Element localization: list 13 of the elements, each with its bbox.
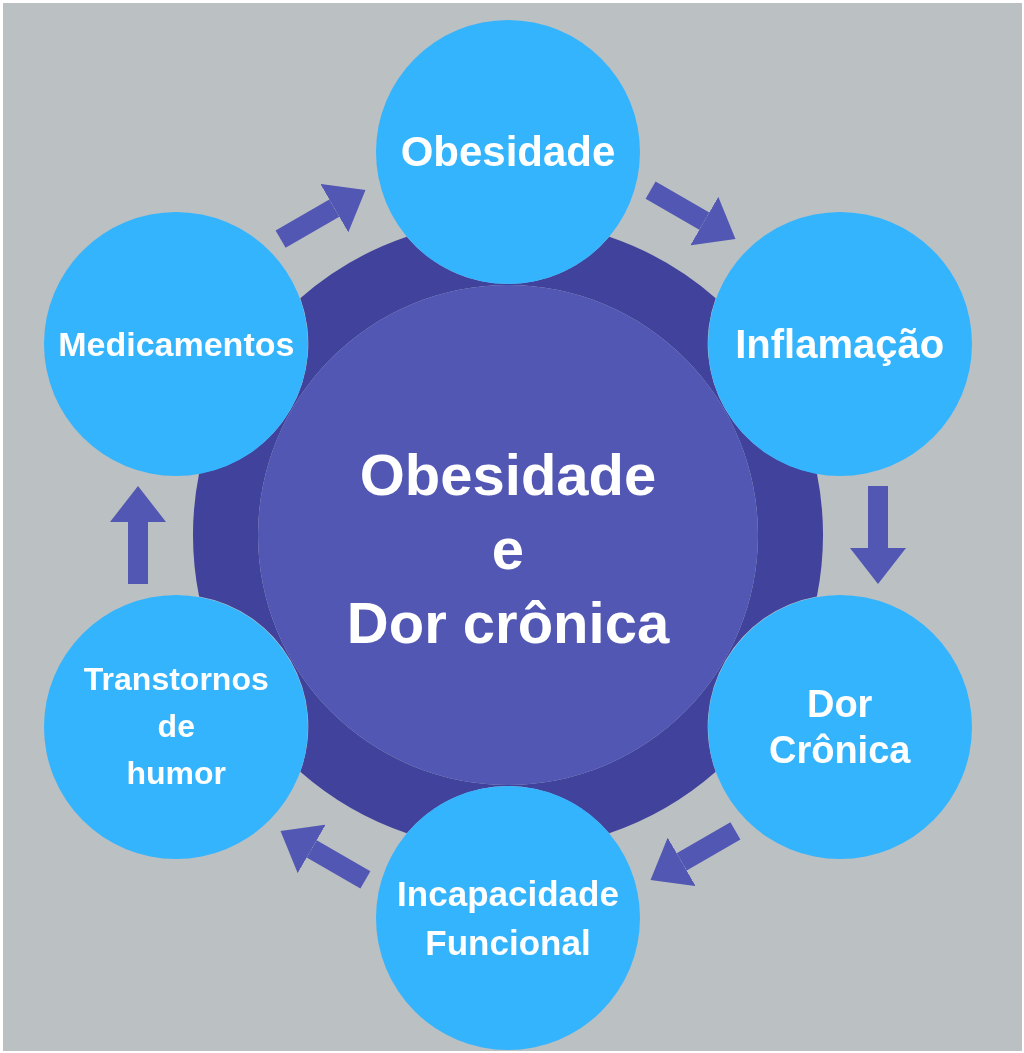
arrow [110,486,166,584]
node-label: Inflamação [735,320,945,368]
node-label: Transtornos de humor [83,660,269,793]
node-label: Medicamentos [58,323,295,365]
arrow [275,183,366,248]
central-title: Obesidade e Dor crônica [346,441,670,657]
arrow [650,822,741,887]
node-label: Dor Crônica [768,681,911,773]
node-label: Obesidade [400,127,616,177]
node-label: Incapacidade Funcional [397,873,619,964]
arrow [850,486,906,584]
arrow [280,824,371,889]
arrow [645,181,736,246]
